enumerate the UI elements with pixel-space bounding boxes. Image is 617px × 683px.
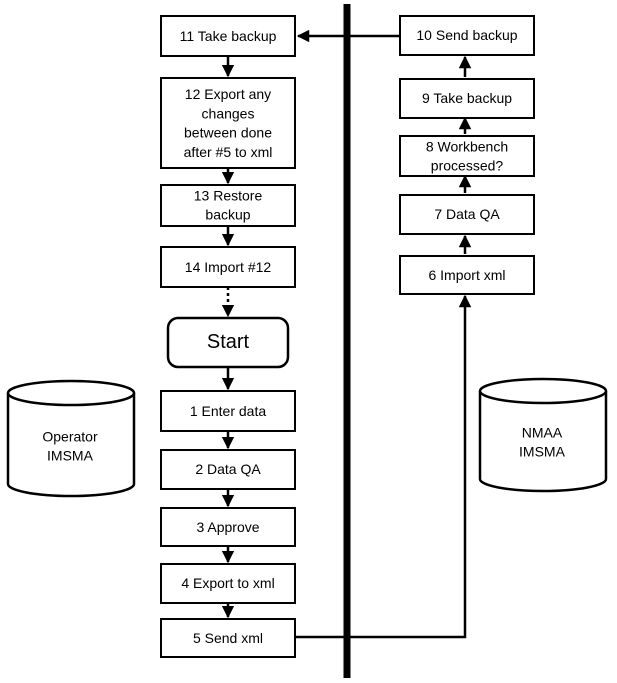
label-line: IMSMA xyxy=(519,444,566,460)
step-11-label: 11 Take backup xyxy=(180,28,277,44)
step-10-label: 10 Send backup xyxy=(416,27,517,43)
step-13-label: 13 Restore backup xyxy=(194,187,263,222)
step-2-box xyxy=(160,449,296,490)
label-line: backup xyxy=(205,207,250,223)
label-line: 7 Data QA xyxy=(434,206,500,222)
step-9-label: 9 Take backup xyxy=(422,90,512,106)
step-12-box xyxy=(160,77,296,169)
step-8-box xyxy=(399,135,535,177)
step-5-label: 5 Send xml xyxy=(193,630,263,646)
label-line: between done xyxy=(184,125,272,141)
step-9-box xyxy=(399,78,535,119)
label-line: 3 Approve xyxy=(196,519,259,535)
label-line: after #5 to xml xyxy=(184,144,273,160)
step-13-box xyxy=(160,184,296,227)
arrow-5-to-6 xyxy=(295,294,472,639)
step-7-box xyxy=(399,194,535,235)
step-3-box xyxy=(160,507,296,547)
step-12-label: 12 Export any changes between done after #5… xyxy=(184,86,273,160)
step-14-box xyxy=(160,246,296,288)
step-7-label: 7 Data QA xyxy=(434,206,500,222)
label-line: Start xyxy=(207,331,250,353)
label-line: 11 Take backup xyxy=(180,28,277,44)
step-2-label: 2 Data QA xyxy=(195,461,261,477)
start-terminal xyxy=(166,316,290,369)
label-line: NMAA xyxy=(522,424,563,440)
label-line: 9 Take backup xyxy=(422,90,512,106)
start-label: Start xyxy=(207,331,250,353)
step-11-box xyxy=(160,15,296,57)
label-line: 10 Send backup xyxy=(416,27,517,43)
step-6-box xyxy=(399,255,535,295)
step-6-label: 6 Import xml xyxy=(428,267,505,283)
label-line: Operator xyxy=(42,428,98,444)
step-1-box xyxy=(160,390,296,432)
step-4-label: 4 Export to xml xyxy=(181,575,274,591)
label-line: 1 Enter data xyxy=(190,403,266,419)
step-10-box xyxy=(399,15,535,56)
step-1-label: 1 Enter data xyxy=(190,403,266,419)
step-14-label: 14 Import #12 xyxy=(185,259,272,275)
operator-imsma-database-icon xyxy=(6,379,136,498)
label-line: 12 Export any xyxy=(185,86,271,102)
label-line: processed? xyxy=(431,158,504,174)
step-5-box xyxy=(160,618,296,658)
label-line: 5 Send xml xyxy=(193,630,263,646)
label-line: 14 Import #12 xyxy=(185,259,272,275)
label-line: 8 Workbench xyxy=(426,138,508,154)
label-line: IMSMA xyxy=(47,448,94,464)
label-line: changes xyxy=(202,105,255,121)
label-line: 4 Export to xml xyxy=(181,575,274,591)
step-8-label: 8 Workbench processed? xyxy=(426,138,508,173)
nmaa-imsma-label: NMAA IMSMA xyxy=(519,424,566,459)
label-line: 13 Restore xyxy=(194,187,263,203)
step-4-box xyxy=(160,563,296,604)
step-3-label: 3 Approve xyxy=(196,519,259,535)
label-line: 2 Data QA xyxy=(195,461,261,477)
nmaa-imsma-database-icon xyxy=(478,377,608,493)
label-line: 6 Import xml xyxy=(428,267,505,283)
